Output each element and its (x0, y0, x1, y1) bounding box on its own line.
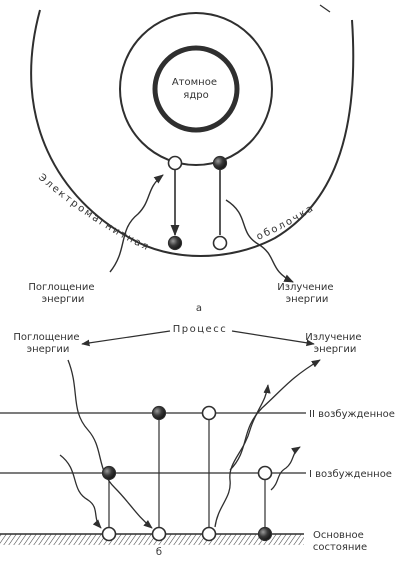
shell-label-left: Электромагнитная (36, 172, 152, 254)
panel-letter-b: б (156, 547, 162, 558)
electron-filled-level2 (151, 405, 167, 421)
absorption-wavy-arrow (109, 174, 164, 273)
electron-filled-ground-4 (257, 526, 273, 542)
electron-orbit (119, 12, 273, 166)
emission-wavy-arrow-b1 (214, 384, 271, 528)
outer-shell-tick (319, 4, 331, 13)
outer-shell-arc (30, 9, 355, 257)
electron-empty-orbit-left (167, 155, 183, 171)
process-label: Процесс (173, 324, 227, 335)
atomic-nucleus (152, 45, 240, 133)
electron-filled-outer-left (167, 235, 183, 251)
panel-letter-a: а (196, 303, 202, 314)
absorption-label-a: Поглощение энергии (28, 282, 97, 305)
absorption-wavy-arrow-b2 (67, 359, 153, 529)
process-arrow-left (81, 330, 171, 347)
nucleus-label: Атомное ядро (172, 77, 220, 101)
electron-empty-level2 (201, 405, 217, 421)
level-2-label: II возбужденное (309, 409, 395, 420)
panel-a: Атомное ядро Электромагнитная оболочка П… (28, 4, 355, 314)
electron-empty-level1 (257, 465, 273, 481)
emission-wavy-arrow-b2 (270, 446, 301, 491)
panel-b: Процесс Поглощение энергии Излучение эне… (0, 324, 395, 558)
emission-wavy-arrow-b3 (229, 359, 321, 471)
electron-empty-ground-1 (101, 526, 117, 542)
ground-state-label: Основное состояние (313, 530, 367, 553)
emission-wavy-arrow (225, 199, 294, 283)
electron-empty-ground-3 (201, 526, 217, 542)
absorption-wavy-arrow-b1 (59, 454, 102, 529)
level-1-label: I возбужденное (309, 469, 392, 480)
emission-label-b: Излучение энергии (305, 332, 365, 355)
shell-label-right: оболочка (255, 202, 317, 242)
absorption-label-b: Поглощение энергии (13, 332, 82, 355)
ground-state-hatch (0, 534, 304, 545)
electron-empty-outer-right (212, 235, 228, 251)
emission-label-a: Излучение энергии (277, 282, 337, 305)
electron-filled-level1 (101, 465, 117, 481)
electron-filled-orbit-right (212, 155, 228, 171)
process-arrow-right (231, 330, 315, 347)
electron-empty-ground-2 (151, 526, 167, 542)
